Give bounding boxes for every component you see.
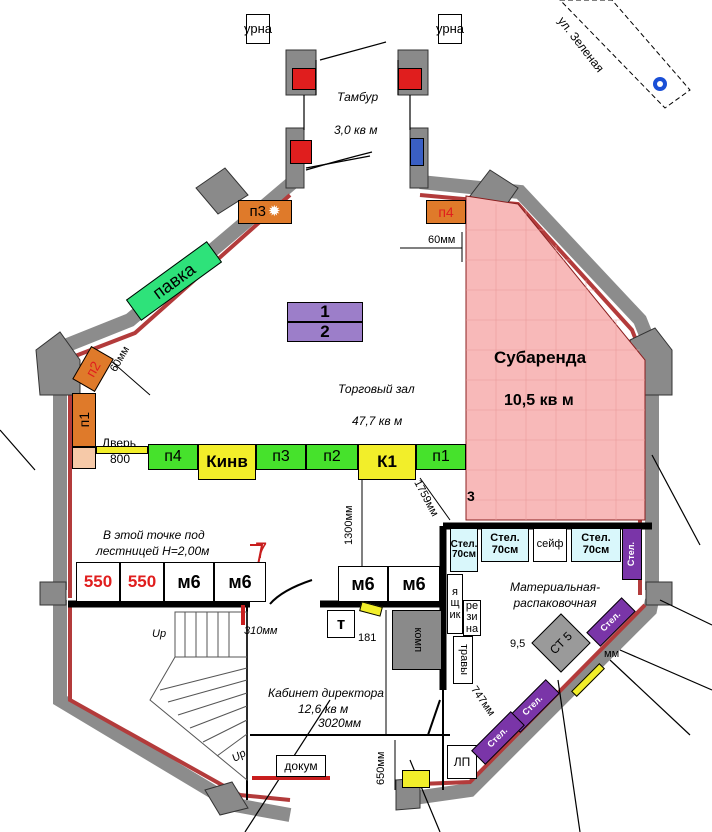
display-1: 1 bbox=[287, 302, 363, 322]
shelf-m6-d: м6 bbox=[388, 566, 440, 602]
shelf-p3-top: п3✹ bbox=[238, 200, 292, 224]
door-yellow-strip bbox=[96, 446, 148, 454]
stair-note-2: лестницей Н=2,00м bbox=[96, 544, 210, 558]
tambour-inner-lines bbox=[303, 41, 411, 171]
shelf-550-b: 550 bbox=[120, 562, 164, 602]
row-p4: п4 bbox=[148, 444, 198, 470]
office-name: Кабинет директора bbox=[268, 686, 384, 700]
tambur-area: 3,0 кв м bbox=[334, 123, 378, 137]
tambour-fixture-2 bbox=[398, 68, 422, 90]
sublease-area: 10,5 кв м bbox=[504, 392, 574, 409]
display-2: 2 bbox=[287, 322, 363, 342]
bottom-yellow-block bbox=[402, 770, 430, 788]
mark-seven: 7 bbox=[255, 538, 268, 563]
safe: сейф bbox=[533, 528, 567, 562]
shelf-550-a: 550 bbox=[76, 562, 120, 602]
row-p3: п3 bbox=[256, 444, 306, 470]
sublease-name: Субаренда bbox=[494, 348, 587, 367]
storage-name: Материальная-распаковочная bbox=[509, 580, 601, 610]
street-marker bbox=[559, 0, 691, 109]
urn-left: урна bbox=[244, 14, 272, 44]
shelf-m6-b: м6 bbox=[214, 562, 266, 602]
shelf-p4-top: п4 bbox=[426, 200, 466, 224]
dim-95: 9,5 bbox=[510, 638, 526, 650]
tambour-fixture-3 bbox=[290, 140, 312, 164]
shelf-p1-left: п1 bbox=[72, 393, 96, 447]
dim-1300: 1300мм bbox=[343, 505, 355, 545]
dimension-lines bbox=[109, 232, 463, 790]
stel-top-1: Стел.70см bbox=[481, 528, 529, 562]
dim-650: 650мм bbox=[375, 751, 387, 785]
dim-60-top: 60мм bbox=[428, 234, 456, 246]
dim-310: 310мм bbox=[244, 625, 278, 637]
stair-note-1: В этой точке под bbox=[103, 528, 205, 542]
dim-181: 181 bbox=[358, 632, 377, 644]
box-rezina: резина bbox=[463, 600, 481, 636]
stel-top-2: Стел.70см bbox=[571, 528, 621, 562]
tambur-name: Тамбур bbox=[337, 90, 379, 104]
stel-right-vertical: Стел. bbox=[622, 528, 642, 580]
stairs bbox=[149, 611, 248, 782]
red-markers bbox=[241, 605, 330, 780]
dim-mm: мм bbox=[604, 648, 620, 660]
stairs-up-1: Up bbox=[152, 628, 167, 640]
computer-desk: комп bbox=[392, 610, 442, 670]
office-dim: 3020мм bbox=[318, 716, 362, 730]
docs-cabinet: докум bbox=[276, 755, 326, 777]
partition-walls bbox=[68, 522, 652, 690]
office-area: 12,6 кв м bbox=[298, 702, 349, 716]
shelf-m6-a: м6 bbox=[164, 562, 214, 602]
row-kinv: Кинв bbox=[198, 444, 256, 480]
row-p1: п1 bbox=[416, 444, 466, 470]
box-yashik: ящик bbox=[447, 574, 463, 634]
table-t: т bbox=[327, 610, 355, 638]
hall-name: Торговый зал bbox=[338, 382, 415, 396]
shelf-m6-c: м6 bbox=[338, 566, 388, 602]
tambour-fixture-4 bbox=[410, 138, 424, 166]
stel-left-vertical: Стел.70см bbox=[450, 528, 478, 572]
hall-area: 47,7 кв м bbox=[352, 414, 403, 428]
row-k1: К1 bbox=[358, 444, 416, 480]
box-travy: травы bbox=[453, 636, 473, 684]
mark-three: 3 bbox=[467, 488, 475, 504]
sublease-grid bbox=[466, 204, 645, 520]
door-width: 800 bbox=[110, 452, 131, 466]
shelf-p1-base bbox=[72, 447, 96, 469]
mark-seven-line bbox=[250, 544, 264, 566]
row-p2: п2 bbox=[306, 444, 358, 470]
tambour-fixture-1 bbox=[292, 68, 316, 90]
urn-right: урна bbox=[436, 14, 464, 44]
